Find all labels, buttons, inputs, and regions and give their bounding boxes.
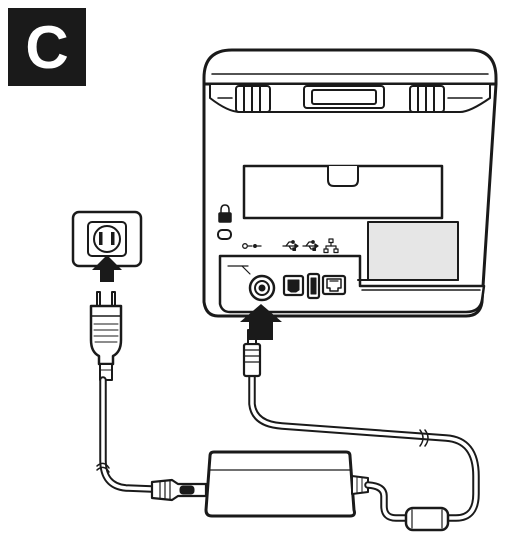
arrow-to-power-jack xyxy=(240,304,282,340)
usb-b-port xyxy=(282,274,305,297)
security-slot xyxy=(217,229,232,240)
ac-cord xyxy=(96,376,156,493)
arrow-to-outlet xyxy=(92,255,122,282)
ethernet-port xyxy=(321,274,347,296)
ferrite-core xyxy=(404,506,450,532)
hinge-center xyxy=(303,85,385,109)
adapter-dc-strain-relief xyxy=(351,475,369,495)
dc-power-jack xyxy=(248,274,276,302)
slot-tab xyxy=(327,165,359,187)
ethernet-icon xyxy=(323,238,339,254)
usb-icon xyxy=(282,240,299,252)
usb-a-port xyxy=(306,272,321,300)
usb-icon xyxy=(302,240,319,252)
lock-icon xyxy=(218,204,232,223)
label-panel xyxy=(367,221,459,281)
dc-power-icon xyxy=(242,243,262,249)
step-letter: C xyxy=(25,14,69,81)
hinge-right xyxy=(409,85,445,113)
ac-plug xyxy=(89,291,123,381)
hinge-left xyxy=(235,85,271,113)
power-adapter xyxy=(204,450,356,518)
port-panel xyxy=(218,254,486,314)
step-badge: C xyxy=(8,8,86,86)
adapter-ac-connector xyxy=(150,478,208,502)
printer-top-cover xyxy=(202,48,498,86)
dc-cable xyxy=(248,372,480,522)
printer-rear xyxy=(202,48,498,318)
